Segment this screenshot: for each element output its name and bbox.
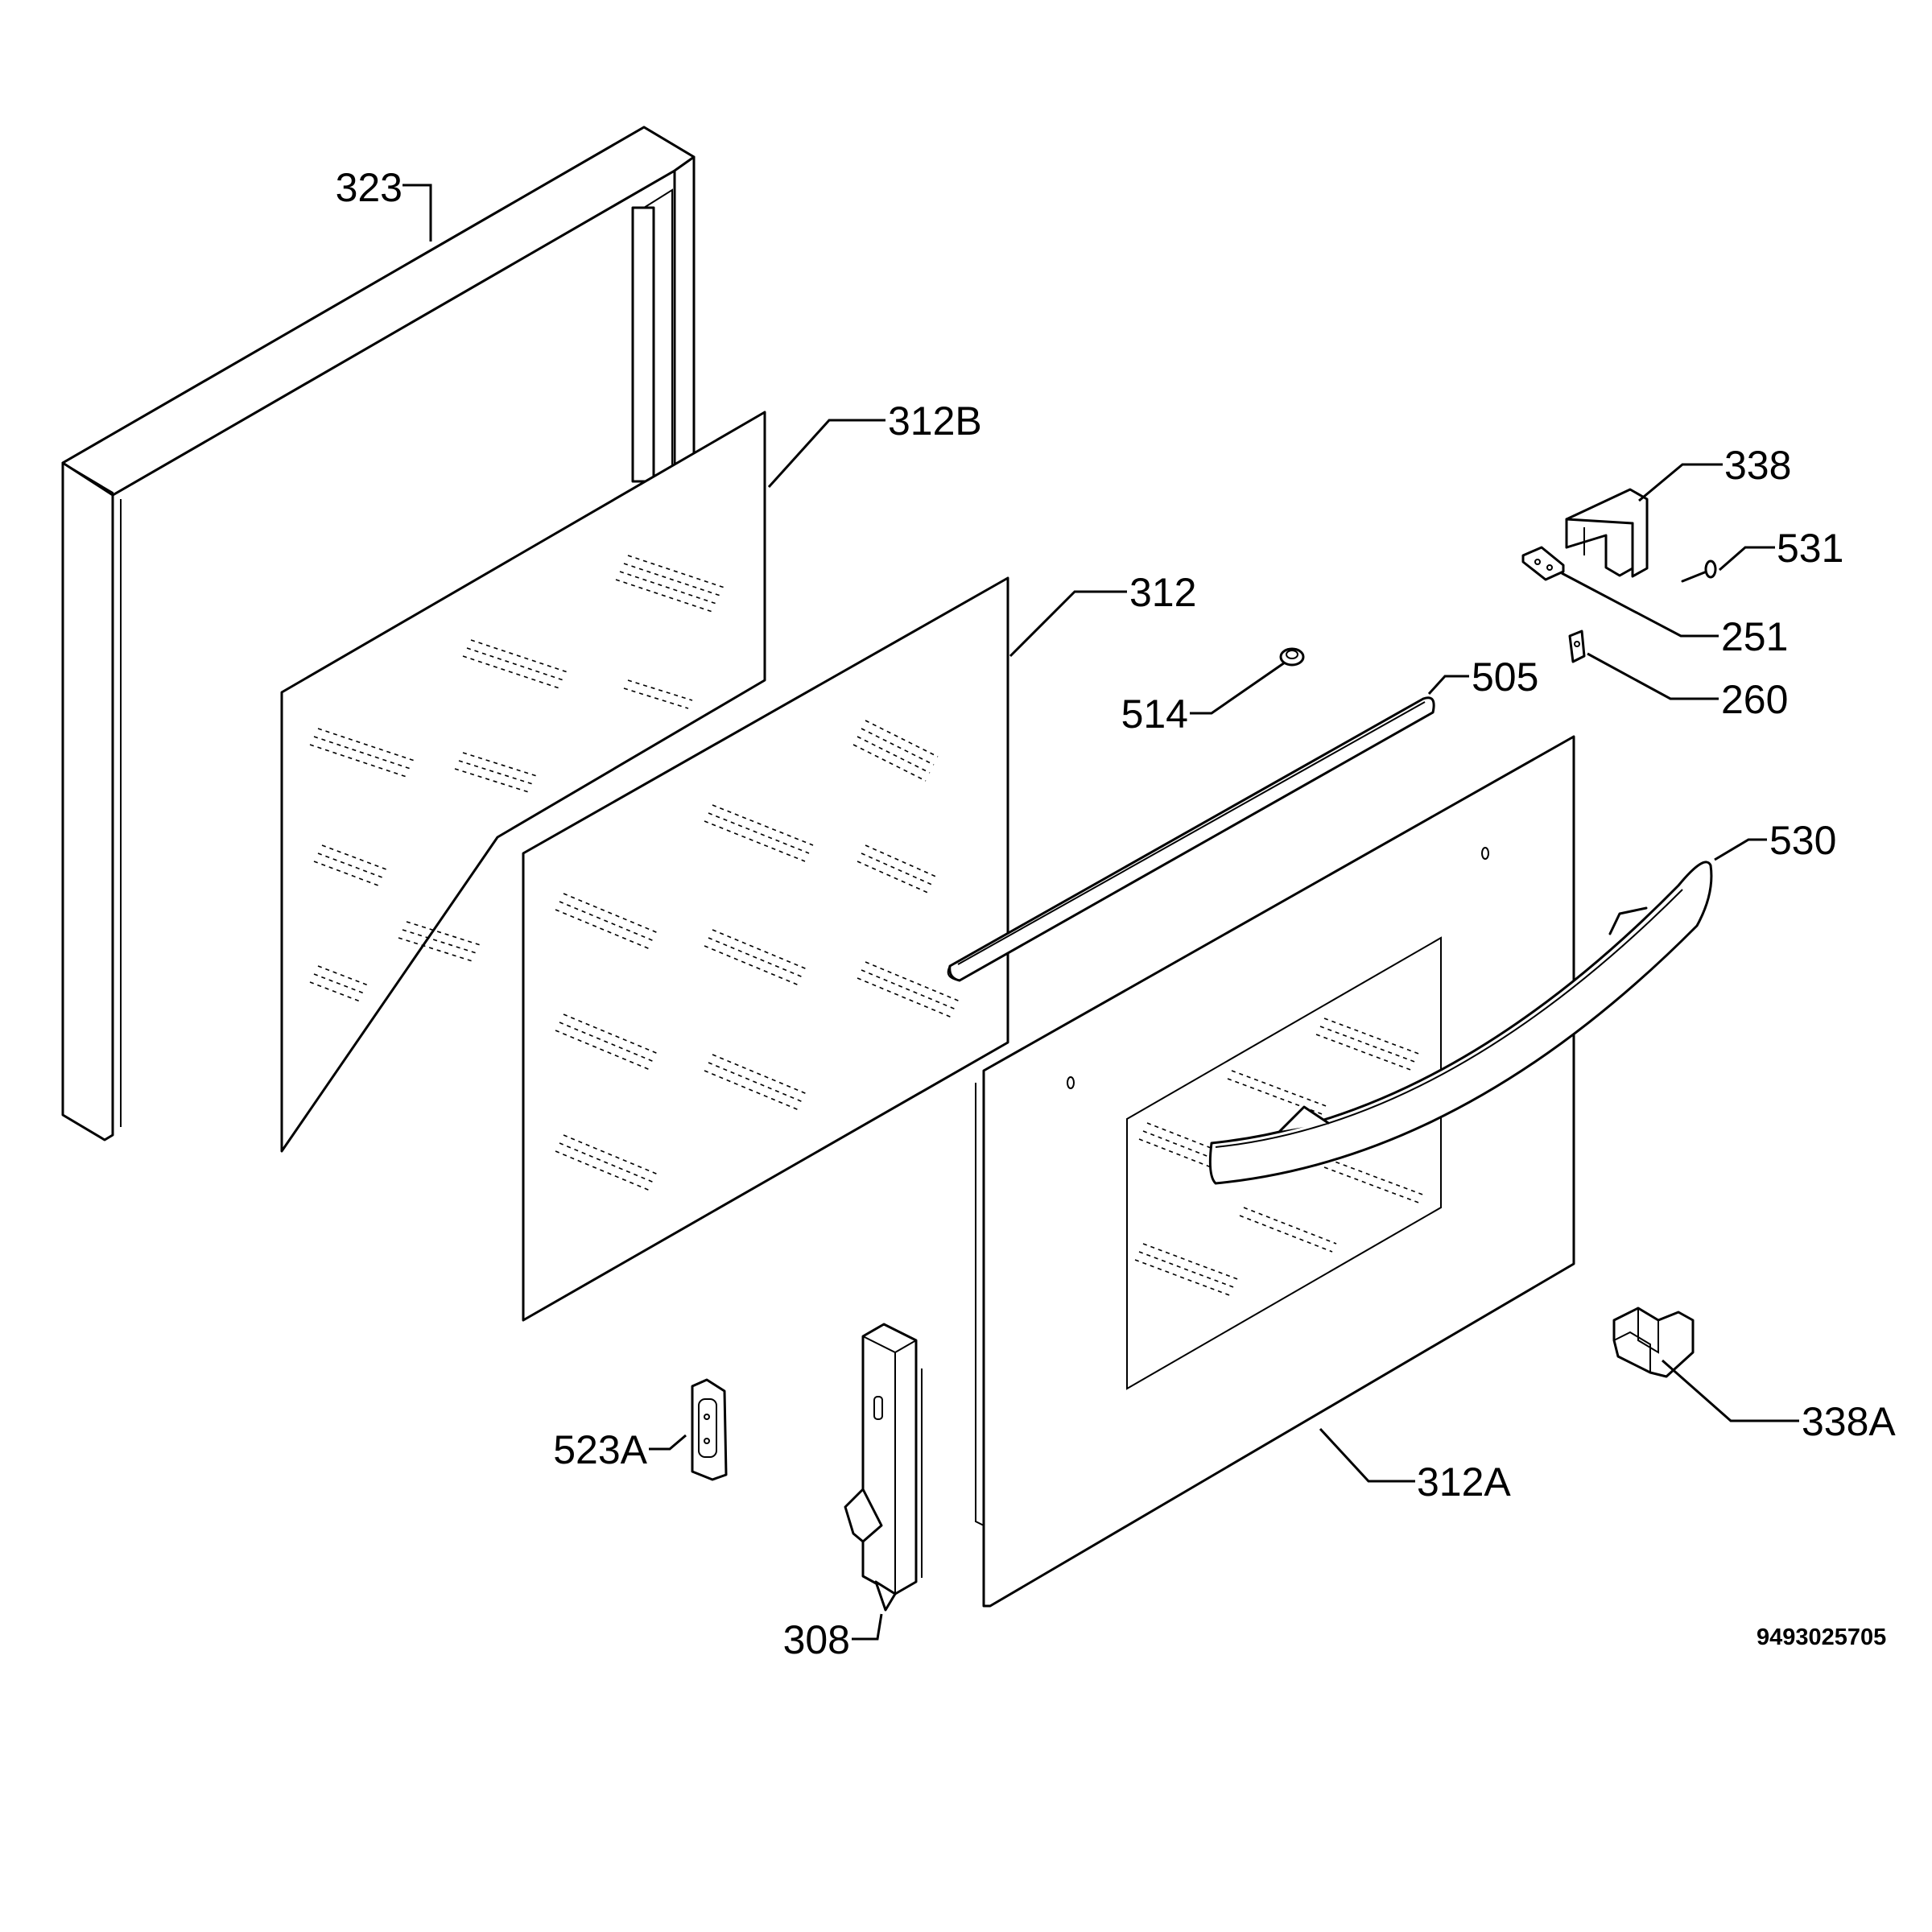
leader-260 xyxy=(1587,652,1719,700)
pattern-312B xyxy=(309,555,725,1003)
part-312B-back-glass xyxy=(280,411,766,1153)
label-338A: 338A xyxy=(1802,1399,1896,1444)
label-338: 338 xyxy=(1724,443,1791,488)
leader-312B xyxy=(767,419,886,489)
part-260-clip xyxy=(1568,630,1586,663)
leader-312 xyxy=(1009,590,1127,658)
leader-338A xyxy=(1662,1359,1799,1422)
leader-312A xyxy=(1319,1427,1415,1483)
label-530: 530 xyxy=(1769,818,1836,863)
leader-lines xyxy=(402,184,1799,1641)
part-338A-end-cap xyxy=(1612,1307,1695,1378)
pattern-312 xyxy=(555,720,963,1192)
label-260: 260 xyxy=(1721,677,1788,722)
part-530-door-handle xyxy=(1208,861,1713,1185)
part-514-nut xyxy=(1279,647,1305,667)
label-523A: 523A xyxy=(553,1427,647,1472)
label-312: 312 xyxy=(1129,570,1196,615)
leader-323 xyxy=(402,184,432,242)
leader-531 xyxy=(1719,546,1775,572)
part-labels: 323 312B 312 338 531 251 260 514 505 530… xyxy=(336,165,1897,1662)
label-251: 251 xyxy=(1721,614,1788,659)
leader-338 xyxy=(1638,463,1723,502)
part-251-bracket xyxy=(1521,546,1565,581)
label-505: 505 xyxy=(1472,654,1538,700)
label-514: 514 xyxy=(1121,691,1188,737)
leader-514 xyxy=(1190,661,1286,715)
part-308-hinge xyxy=(844,1323,923,1612)
label-323: 323 xyxy=(336,165,402,210)
leader-523A xyxy=(649,1434,687,1451)
part-312-middle-glass xyxy=(522,576,1009,1322)
part-338-end-cap xyxy=(1565,488,1649,578)
leader-530 xyxy=(1714,838,1767,861)
label-531: 531 xyxy=(1777,526,1843,571)
label-312A: 312A xyxy=(1417,1459,1511,1505)
leader-505 xyxy=(1427,675,1469,696)
document-number: 9493025705 xyxy=(1757,1624,1886,1650)
label-308: 308 xyxy=(783,1617,850,1662)
part-523A-hinge-receiver xyxy=(691,1378,728,1481)
leader-308 xyxy=(852,1613,883,1641)
part-323-door-frame xyxy=(61,126,696,1141)
part-505-profile-strip xyxy=(947,696,1435,982)
part-531-screw xyxy=(1681,559,1717,583)
leader-251 xyxy=(1561,572,1719,638)
label-312B: 312B xyxy=(888,398,982,444)
